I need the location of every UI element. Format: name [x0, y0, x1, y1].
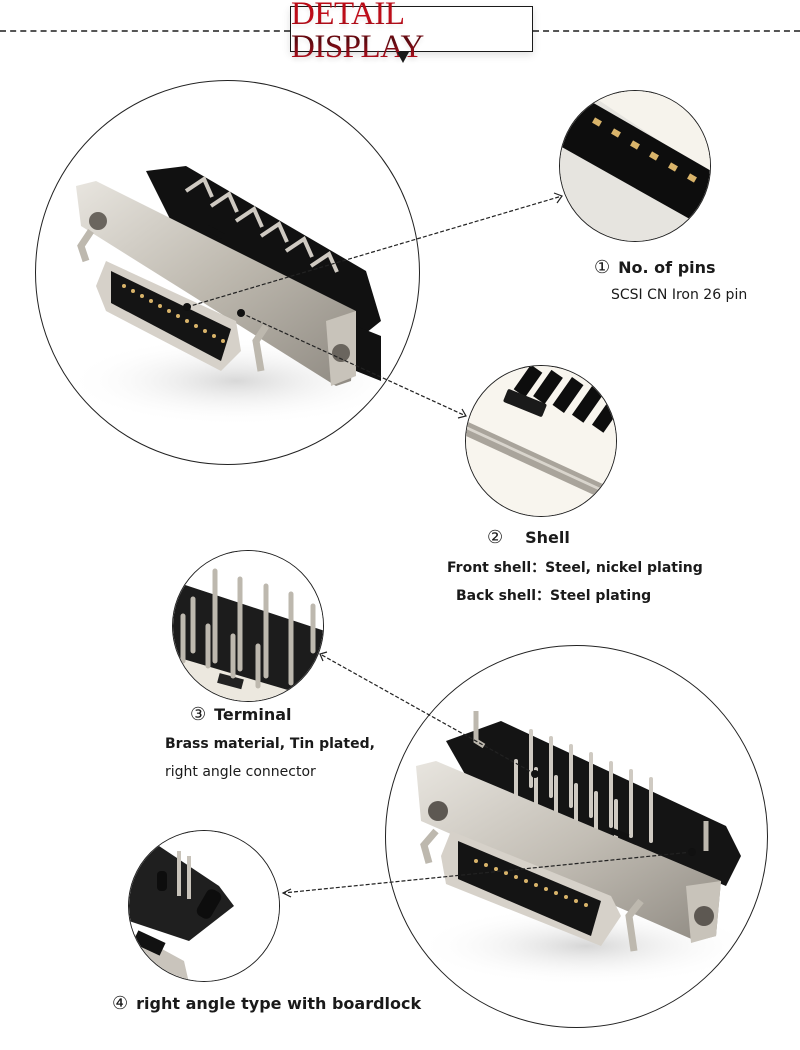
section-title-box: DETAIL DISPLAY [290, 0, 533, 63]
main-connector-image-top [35, 80, 420, 465]
feature-terminal-title: Terminal [214, 705, 292, 724]
feature-pins-heading: ① No. of pins [594, 257, 716, 278]
feature-pins-title: No. of pins [618, 258, 716, 277]
feature-shell-heading: ② Shell [487, 527, 570, 548]
feature-boardlock-number: ④ [112, 993, 129, 1014]
detail-image-terminal [172, 550, 324, 702]
header-divider-left [0, 30, 290, 32]
arrow-pins-icon [553, 192, 563, 204]
feature-boardlock-title: right angle type with boardlock [136, 994, 422, 1013]
detail-image-pins [559, 90, 711, 242]
boardlock-closeup-illustration [129, 831, 279, 981]
arrow-shell-icon [457, 408, 467, 419]
terminal-closeup-illustration [173, 551, 323, 701]
main-connector-image-bottom [385, 645, 768, 1028]
feature-terminal-type: right angle connector [165, 764, 316, 780]
feature-terminal-heading: ③ Terminal [190, 704, 292, 725]
shell-closeup-illustration [466, 366, 616, 516]
detail-image-boardlock [128, 830, 280, 982]
feature-shell-number: ② [487, 527, 504, 548]
feature-terminal-material: Brass material, Tin plated, [165, 736, 375, 752]
title-pointer-icon [397, 52, 409, 63]
feature-boardlock-heading: ④ right angle type with boardlock [112, 993, 421, 1014]
arrow-terminal-icon [319, 651, 328, 662]
feature-shell-back: Back shell：Steel plating [456, 588, 652, 604]
feature-terminal-number: ③ [190, 704, 207, 725]
pins-closeup-illustration [560, 91, 710, 241]
feature-pins-number: ① [594, 257, 611, 278]
connector-rear-illustration [416, 711, 756, 986]
feature-shell-front: Front shell：Steel, nickel plating [447, 560, 703, 576]
detail-image-shell [465, 365, 617, 517]
section-title: DETAIL DISPLAY [291, 0, 532, 64]
connector-front-illustration [66, 166, 406, 426]
feature-shell-title: Shell [525, 528, 570, 547]
feature-pins-desc: SCSI CN Iron 26 pin [611, 287, 748, 303]
header-divider-right [533, 30, 800, 32]
arrow-boardlock-icon [281, 888, 292, 898]
